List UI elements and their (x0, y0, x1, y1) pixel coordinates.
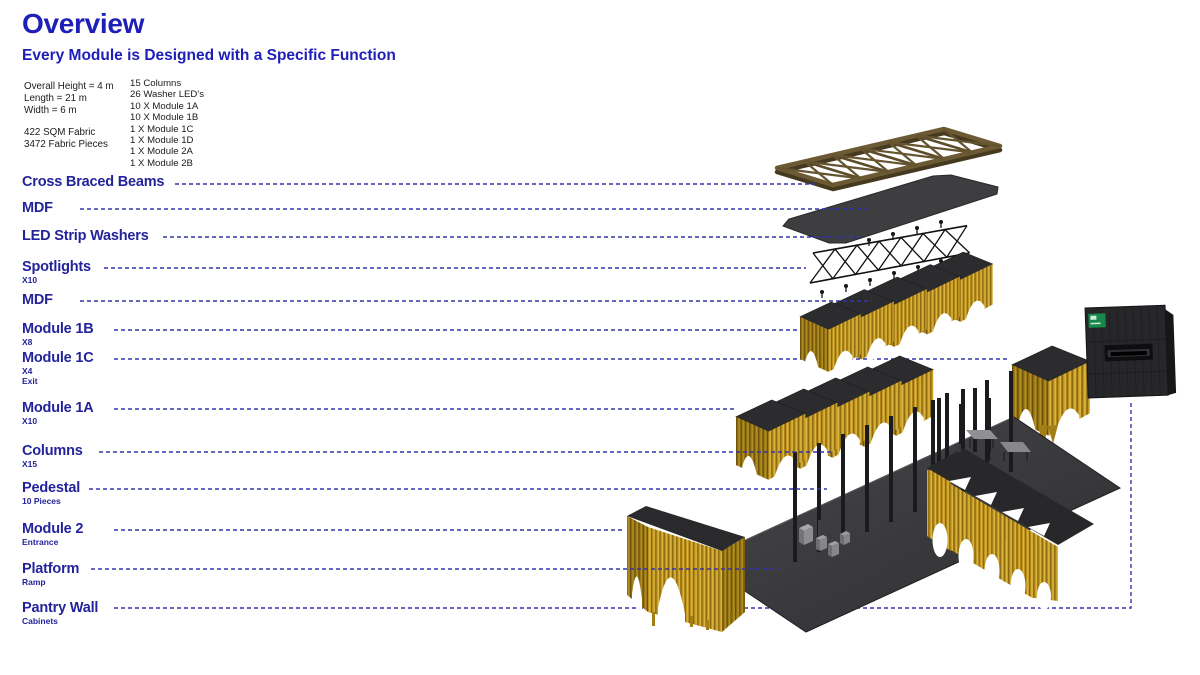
label-pantry-wall: Pantry Wall Cabinets (22, 600, 99, 626)
parts-item: 1 X Module 1C (130, 123, 194, 135)
parts-item: 1 X Module 2B (130, 157, 193, 169)
dimension-specs: Overall Height = 4 m Length = 21 m Width… (24, 81, 114, 151)
label-led-strip-washers: LED Strip Washers (22, 228, 149, 244)
mdf-panel (782, 174, 999, 244)
module-2-entrance (627, 506, 745, 632)
label-mdf-lower: MDF (22, 292, 53, 308)
pantry-wall-panel (1084, 304, 1177, 399)
exit-sign-icon (1088, 313, 1106, 328)
furniture (955, 430, 1038, 461)
page-title: Overview (22, 8, 145, 39)
parts-item: 1 X Module 1D (130, 135, 194, 147)
right-module-row (927, 448, 1094, 610)
spec-width: Width = 6 m (24, 104, 77, 116)
pedestals (799, 514, 850, 557)
label-mdf-top: MDF (22, 200, 53, 216)
spec-fabric-pieces: 3472 Fabric Pieces (24, 138, 108, 150)
label-spotlights: Spotlights X10 (22, 259, 91, 285)
parts-item: 15 Columns (130, 78, 182, 89)
spec-height: Overall Height = 4 m (24, 81, 114, 92)
parts-item: 1 X Module 2A (130, 146, 193, 158)
page-subtitle: Every Module is Designed with a Specific… (22, 47, 396, 64)
parts-list: 15 Columns 26 Washer LED's 10 X Module 1… (130, 78, 204, 169)
label-module-1a: Module 1A X10 (22, 400, 94, 426)
columns (793, 371, 1013, 562)
label-pedestal: Pedestal 10 Pieces (22, 480, 81, 506)
leader-lines-under (114, 329, 1132, 609)
leader-lines (80, 183, 872, 570)
label-module-1b: Module 1B X8 (22, 321, 94, 347)
label-module-2: Module 2 Entrance (22, 521, 84, 547)
parts-item: 26 Washer LED's (130, 89, 204, 101)
label-module-1c: Module 1C X4 Exit (22, 350, 94, 386)
spec-length: Length = 21 m (24, 92, 87, 104)
parts-item: 10 X Module 1B (130, 112, 199, 124)
spec-fabric-area: 422 SQM Fabric (24, 126, 96, 138)
led-strip-washers (809, 224, 971, 284)
label-columns: Columns X15 (22, 443, 83, 469)
label-cross-braced-beams: Cross Braced Beams (22, 174, 165, 190)
label-platform: Platform Ramp (22, 561, 80, 587)
parts-item: 10 X Module 1A (130, 100, 199, 112)
